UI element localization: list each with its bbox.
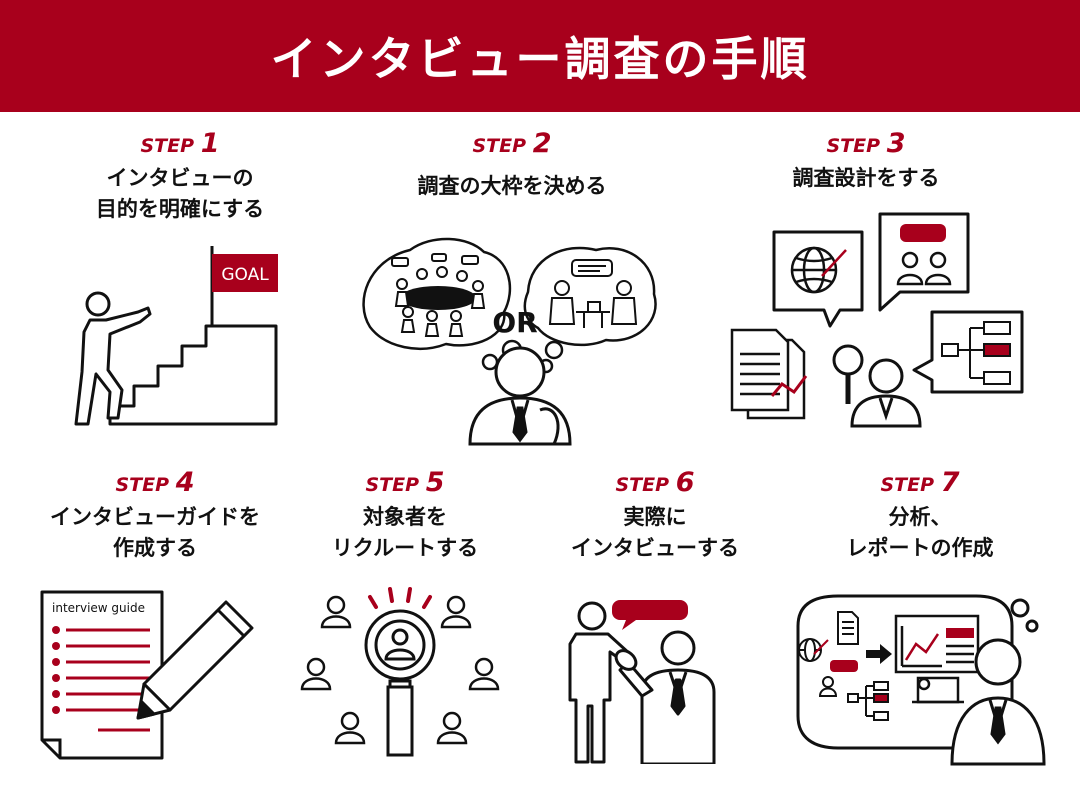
report-screen-icon [894,614,980,704]
step-6-caption: STEP 6 実際に インタビューする [530,467,780,564]
step-3-title: 調査設計をする [792,166,940,190]
candidates [300,595,500,745]
goal-flag-text: GOAL [221,265,269,285]
step-6-title: 実際に インタビューする [571,505,739,560]
step-4-label: STEP 4 [115,467,195,498]
presenter-person [950,638,1046,766]
step-1-caption: STEP 1 インタビューの 目的を明確にする [30,128,330,225]
pencil-icon [136,600,254,720]
step-1-title: インタビューの 目的を明確にする [95,166,265,221]
step-4-title: インタビューガイドを 作成する [50,505,260,560]
step-5-label: STEP 5 [365,467,445,498]
step-5-title: 対象者を リクルートする [331,505,479,560]
stairs-goal-icon: GOAL [74,246,278,426]
step-3-label: STEP 3 [826,128,906,159]
step-3-caption: STEP 3 調査設計をする [716,128,1016,194]
guide-heading: interview guide [52,601,145,615]
step-5-caption: STEP 5 対象者を リクルートする [280,467,530,564]
interview-guide-icon: interview guide [40,590,254,760]
climbing-person [74,291,152,426]
step-7-label: STEP 7 [880,467,960,498]
globe-icon [790,246,847,294]
step-2-title: 調査の大枠を決める [417,174,607,198]
title-banner: インタビュー調査の手順 [0,0,1080,112]
users-icon [896,224,952,286]
research-design-icon [730,212,1024,428]
or-text: OR [492,306,537,339]
step-2-caption: STEP 2 調査の大枠を決める [362,128,662,202]
analysis-report-icon [796,594,1046,766]
page-title: インタビュー調査の手順 [270,32,810,86]
hierarchy-icon [941,321,1011,385]
documents-icon [730,328,808,420]
interview-microphone-icon [568,600,716,764]
step-6-label: STEP 6 [615,467,695,498]
thinking-person [468,346,572,446]
step-7-caption: STEP 7 分析、 レポートの作成 [790,467,1050,564]
step-1-label: STEP 1 [140,128,220,159]
group-meeting-icon [391,253,486,337]
researcher-magnifier-icon [832,344,922,428]
group-or-individual-icon: OR [362,237,657,446]
step-2-label: STEP 2 [472,128,552,159]
step-7-title: 分析、 レポートの作成 [846,505,994,560]
step-4-caption: STEP 4 インタビューガイドを 作成する [10,467,300,564]
one-on-one-icon [548,259,638,328]
goal-flag [212,254,278,292]
recruit-magnifier-icon [300,587,500,757]
speech-bubble [612,600,688,620]
